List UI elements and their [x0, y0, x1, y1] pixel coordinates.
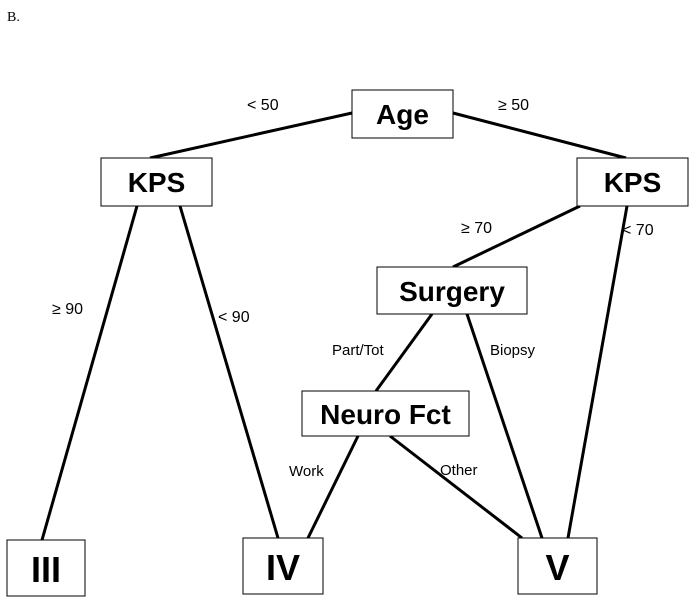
edge-label-age-ge50: ≥ 50 — [498, 97, 529, 114]
node-age-label: Age — [376, 99, 429, 130]
node-kps-left: KPS — [100, 157, 213, 207]
edge-age-to-kps-right — [452, 111, 627, 160]
edge-surgery-to-v — [465, 313, 544, 539]
edge-neuro-to-iv — [306, 435, 360, 539]
leaf-iv: IV — [242, 537, 324, 595]
edge-label-surgery-parttot: Part/Tot — [332, 342, 385, 359]
edge-kps-left-to-iv — [178, 205, 280, 539]
edge-labels: < 50 ≥ 50 ≥ 90 < 90 ≥ 70 < 70 Part/Tot B… — [52, 97, 654, 480]
edge-age-to-kps-left — [149, 111, 353, 160]
edge-surgery-to-neuro — [374, 313, 434, 392]
edge-label-neuro-work: Work — [289, 463, 324, 480]
node-surgery-box — [376, 266, 528, 315]
node-age: Age — [351, 89, 454, 139]
leaf-v: V — [517, 537, 598, 595]
node-kps-right-label: KPS — [604, 167, 662, 198]
leaf-v-label: V — [545, 547, 569, 588]
leaf-iv-box — [242, 537, 324, 595]
edge-label-surgery-biopsy: Biopsy — [490, 342, 536, 359]
edge-label-kps-left-lt90: < 90 — [218, 309, 250, 326]
edge-kps-right-to-v — [566, 205, 629, 539]
edge-label-kps-left-ge90: ≥ 90 — [52, 301, 83, 318]
leaf-iii-label: III — [31, 549, 61, 590]
leaf-iii-box — [6, 539, 86, 597]
edge-label-kps-right-ge70: ≥ 70 — [461, 220, 492, 237]
node-kps-left-label: KPS — [128, 167, 186, 198]
edge-label-age-lt50: < 50 — [247, 97, 279, 114]
edge-neuro-to-v — [389, 434, 523, 540]
edge-label-kps-right-lt70: < 70 — [622, 222, 654, 239]
panel-label: B. — [7, 10, 20, 25]
node-kps-right: KPS — [576, 157, 689, 207]
node-neuro-fct-box — [301, 390, 470, 437]
node-age-box — [351, 89, 454, 139]
node-neuro-fct: Neuro Fct — [301, 390, 470, 437]
leaf-v-box — [517, 537, 598, 595]
leaf-iv-label: IV — [266, 547, 300, 588]
edge-kps-left-to-iii — [40, 205, 139, 541]
node-kps-left-box — [100, 157, 213, 207]
edge-kps-right-to-surgery — [452, 204, 581, 269]
leaf-iii: III — [6, 539, 86, 597]
node-neuro-fct-label: Neuro Fct — [320, 399, 451, 430]
tree-edges — [40, 111, 629, 541]
node-surgery: Surgery — [376, 266, 528, 315]
node-surgery-label: Surgery — [399, 276, 505, 307]
edge-label-neuro-other: Other — [440, 462, 478, 479]
node-kps-right-box — [576, 157, 689, 207]
